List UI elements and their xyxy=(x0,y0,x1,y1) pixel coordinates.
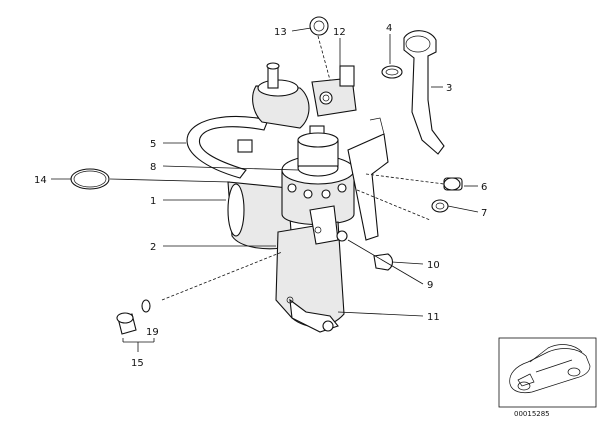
callout-9: 9 xyxy=(427,280,433,291)
reference-number: 00015285 xyxy=(514,410,550,418)
callout-8: 8 xyxy=(150,162,156,173)
callout-1: 1 xyxy=(150,196,156,207)
main-assembly-drawing xyxy=(70,16,463,335)
callout-4: 4 xyxy=(386,23,392,34)
callout-13: 13 xyxy=(274,27,287,38)
callout-10: 10 xyxy=(427,260,440,271)
vehicle-inset: 00015285 xyxy=(498,337,597,418)
callout-2: 2 xyxy=(150,242,156,253)
callout-11: 11 xyxy=(427,312,440,323)
callout-6: 6 xyxy=(481,182,487,193)
callout-14: 14 xyxy=(34,175,47,186)
callout-7: 7 xyxy=(481,208,487,219)
callout-12: 12 xyxy=(333,27,346,38)
callout-labels: 1 2 3 4 5 6 7 8 9 10 11 12 13 14 15 19 xyxy=(34,23,487,369)
callout-15: 15 xyxy=(131,358,144,369)
callout-19: 19 xyxy=(146,327,159,338)
leader-lines xyxy=(51,27,479,352)
callout-3: 3 xyxy=(446,83,452,94)
callout-5: 5 xyxy=(150,139,156,150)
